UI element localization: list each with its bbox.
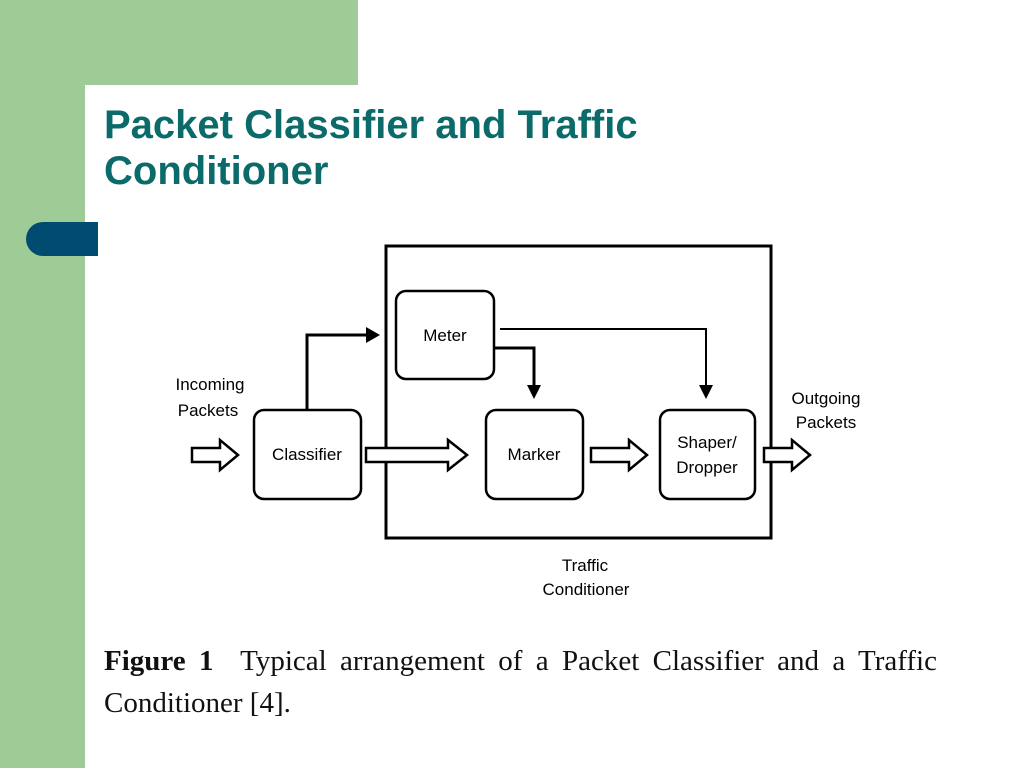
decorative-pill <box>26 222 98 256</box>
meter-label: Meter <box>423 326 467 345</box>
meter-to-marker-arrowhead <box>527 385 541 399</box>
classifier-to-marker-arrow <box>364 437 470 473</box>
classifier-to-meter-connector <box>305 333 366 410</box>
marker-label: Marker <box>508 445 561 464</box>
sidebar-background <box>0 0 85 768</box>
meter-box <box>394 289 496 381</box>
shaper-dropper-box <box>658 408 757 501</box>
conditioner-label-line-1: Traffic <box>562 556 609 575</box>
classifier-to-meter-arrowhead <box>366 327 380 343</box>
meter-to-shaper-connector <box>500 328 707 386</box>
outgoing-arrow <box>762 437 812 473</box>
incoming-label-line-2: Packets <box>178 401 238 420</box>
top-band <box>85 0 358 85</box>
title-line-2: Conditioner <box>104 149 329 193</box>
meter-to-shaper-arrowhead <box>699 385 713 399</box>
classifier-label: Classifier <box>272 445 342 464</box>
title-line-1: Packet Classifier and Traffic <box>104 103 638 147</box>
slide-title: Packet Classifier and Traffic Conditione… <box>104 102 638 194</box>
conditioner-label-line-2: Conditioner <box>543 580 630 599</box>
shaper-label-line-1: Shaper/ <box>677 433 737 452</box>
marker-box <box>484 408 585 501</box>
marker-to-shaper-arrow <box>589 437 649 473</box>
incoming-arrow <box>190 437 240 473</box>
figure-caption: Figure 1 Typical arrangement of a Packet… <box>104 640 937 724</box>
incoming-label-line-1: Incoming <box>176 375 245 394</box>
shaper-label-line-2: Dropper <box>676 458 738 477</box>
caption-text: Typical arrangement of a Packet Classifi… <box>104 645 937 719</box>
outgoing-label-line-2: Packets <box>796 413 856 432</box>
outgoing-label-line-1: Outgoing <box>792 389 861 408</box>
meter-to-marker-connector <box>494 346 536 386</box>
traffic-conditioner-frame <box>384 244 773 540</box>
caption-label: Figure 1 <box>104 645 214 677</box>
